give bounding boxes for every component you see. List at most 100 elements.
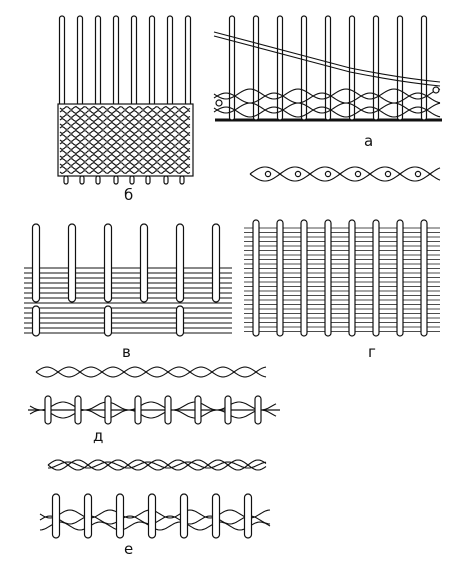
panel-a-stake: [372, 15, 380, 121]
panel-g-stake: [348, 219, 356, 337]
panel-b-weave-row: [59, 161, 191, 167]
panel-b-weave-row: [59, 121, 191, 127]
panel-g-stake: [276, 219, 284, 337]
panel-e-strand: [47, 459, 267, 471]
panel-a-stake: [420, 15, 428, 121]
panel-e-stake: [51, 493, 61, 539]
panel-g-stake: [252, 219, 260, 337]
panel-a-inserted-rod: [213, 31, 441, 83]
panel-d-strand: [35, 366, 267, 378]
panel-e-stake: [211, 493, 221, 539]
panel-a-stake: [228, 15, 236, 121]
panel-v-stake: [175, 223, 185, 303]
panel-g-stake: [300, 219, 308, 337]
panel-v-stake-low: [103, 305, 113, 337]
panel-a-stake: [324, 15, 332, 121]
panel-e-strand: [47, 461, 267, 469]
panel-d-stake: [254, 395, 262, 425]
panel-v-stake: [139, 223, 149, 303]
twist-strand: [249, 166, 441, 182]
panel-b-weave-row: [59, 165, 191, 171]
twist-stake-section: [264, 170, 272, 178]
panel-b-weave-row: [59, 113, 191, 119]
panel-g-stake: [420, 219, 428, 337]
panel-d-weaver: [29, 401, 277, 411]
panel-b-weave-row: [59, 133, 191, 139]
panel-b-stake: [130, 15, 138, 107]
panel-b-stake-end: [79, 175, 85, 185]
panel-a-stake: [300, 15, 308, 121]
panel-b-stake-end: [129, 175, 135, 185]
panel-a-stake: [252, 15, 260, 121]
panel-b-weave-row: [59, 129, 191, 135]
panel-a-stake: [276, 15, 284, 121]
panel-v-stake: [67, 223, 77, 303]
panel-v-stake: [31, 223, 41, 303]
panel-b-stake: [148, 15, 156, 107]
panel-b-weave-row: [59, 157, 191, 163]
twist-stake-section: [414, 170, 422, 178]
panel-d-weaver: [29, 409, 277, 419]
label-a: а: [364, 132, 373, 150]
panel-e-triple-weave: [39, 459, 271, 539]
panel-b-stake: [166, 15, 174, 107]
panel-b-stake-end: [163, 175, 169, 185]
panel-a-rope-weave: [213, 15, 442, 122]
panel-b-stake: [184, 15, 192, 107]
panel-b-stake-end: [113, 175, 119, 185]
panel-d-stake: [44, 395, 52, 425]
panel-g-checker-weave: [244, 219, 440, 337]
panel-b-weave-row: [59, 105, 191, 111]
panel-e-stake: [147, 493, 157, 539]
panel-a-stake: [396, 15, 404, 121]
panel-v-stake: [103, 223, 113, 303]
panel-b-weave-row: [59, 149, 191, 155]
panel-b-stake-end: [63, 175, 69, 185]
panel-a-weaver: [213, 106, 441, 118]
panel-b-stake-end: [145, 175, 151, 185]
panel-a-weaver: [213, 88, 441, 100]
panel-b-weave-row: [59, 125, 191, 131]
panel-e-stake: [115, 493, 125, 539]
panel-b-dense-weave: [57, 15, 194, 185]
panel-a-rod-end: [432, 86, 440, 94]
panel-e-stake: [179, 493, 189, 539]
panel-g-stake: [396, 219, 404, 337]
panel-a-weaver: [213, 102, 441, 114]
panel-d-strand: [35, 366, 267, 378]
panel-d-twisted-weave: [28, 366, 280, 425]
panel-b-weave-row: [59, 141, 191, 147]
panel-b-stake: [94, 15, 102, 107]
panel-e-stake: [83, 493, 93, 539]
panel-b-stake-end: [179, 175, 185, 185]
twist-stake-section: [324, 170, 332, 178]
panel-e-stake: [243, 493, 253, 539]
twist-strand: [249, 166, 441, 182]
label-v: в: [122, 343, 131, 361]
panel-d-stake: [134, 395, 142, 425]
twist-stake-section: [354, 170, 362, 178]
panel-b-weave-row: [59, 109, 191, 115]
panel-b-weave-block: [57, 103, 194, 177]
panel-d-stake: [74, 395, 82, 425]
panel-b-stake-end: [95, 175, 101, 185]
panel-d-stake: [104, 395, 112, 425]
panel-b-weave-row: [59, 169, 191, 175]
label-g: г: [368, 343, 376, 361]
panel-d-stake: [224, 395, 232, 425]
panel-b-weave-row: [59, 145, 191, 151]
panel-v-stake-low: [31, 305, 41, 337]
label-b: б: [124, 186, 133, 204]
label-d: д: [93, 427, 103, 445]
panel-v-stake: [211, 223, 221, 303]
panel-b-stake: [112, 15, 120, 107]
panel-g-stake: [372, 219, 380, 337]
panel-d-stake: [194, 395, 202, 425]
twist-stake-section: [294, 170, 302, 178]
panel-a-rod-end: [215, 99, 223, 107]
panel-g-stake: [324, 219, 332, 337]
panel-d-stake: [164, 395, 172, 425]
panel-v-stake-low: [175, 305, 185, 337]
label-e: е: [124, 540, 133, 558]
twist-cross-section: [249, 166, 441, 182]
